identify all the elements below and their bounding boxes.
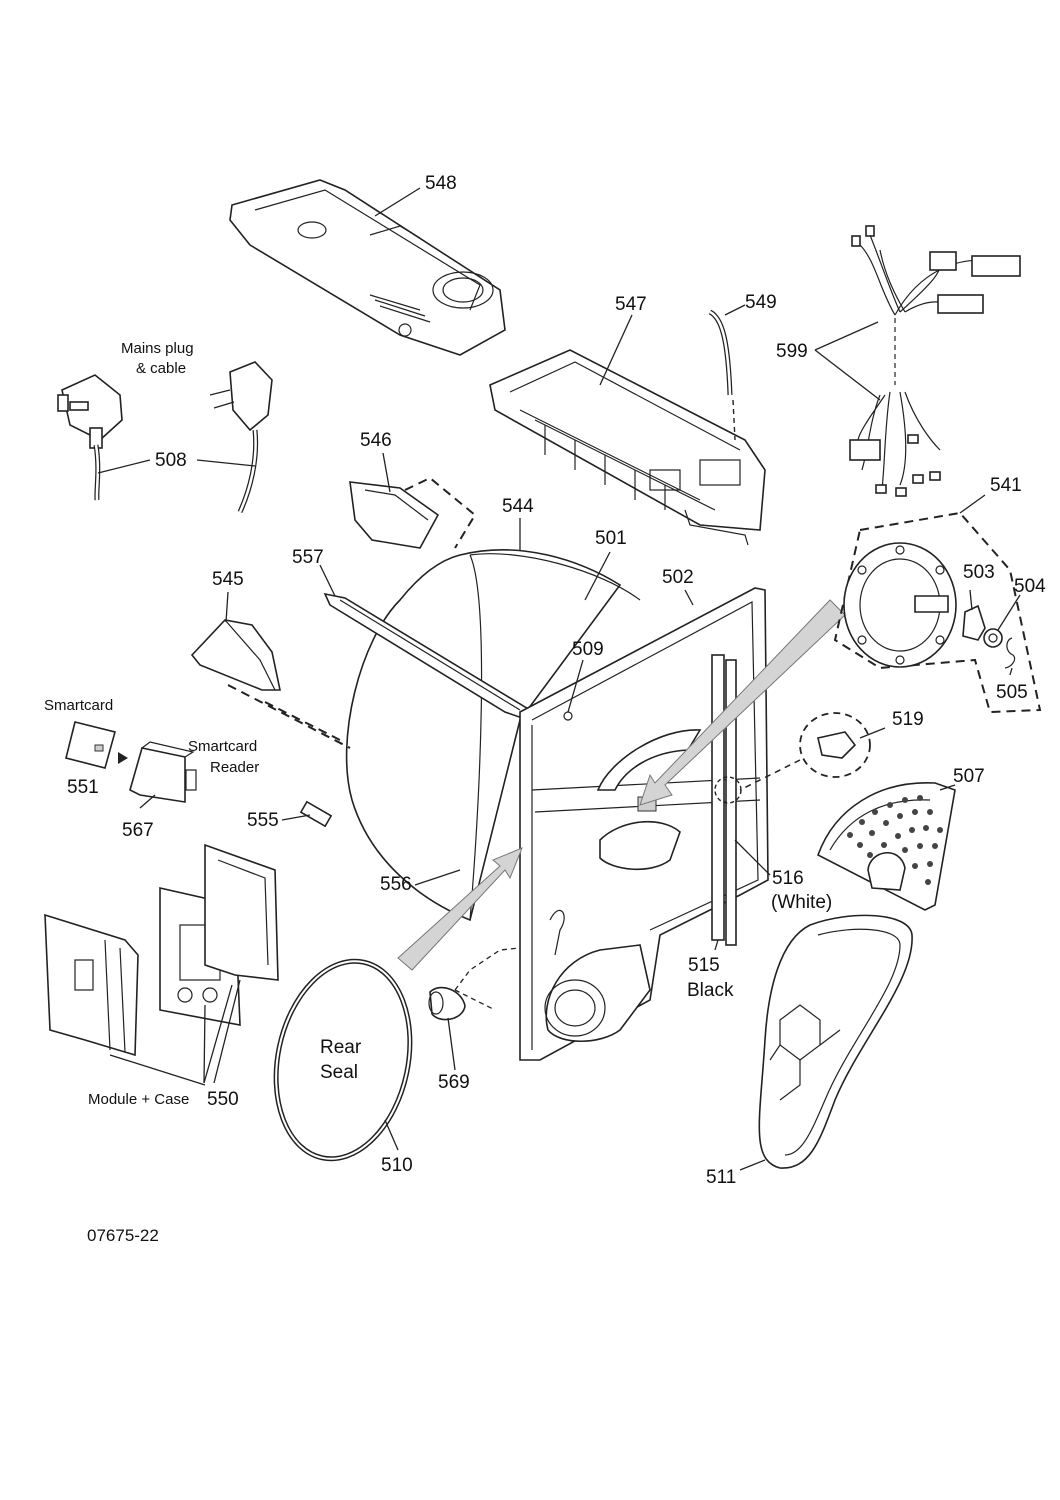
part-label-544: 544: [502, 496, 534, 517]
note-mains-plug: Mains plug: [121, 340, 194, 357]
note-black: Black: [687, 980, 734, 1001]
note-rear: Rear: [320, 1037, 362, 1058]
part-label-547: 547: [615, 294, 647, 315]
part-549-drawing: [708, 309, 736, 441]
part-599-drawing: [849, 225, 1021, 497]
part-label-550: 550: [207, 1089, 239, 1110]
part-label-541: 541: [990, 475, 1022, 496]
part-511-drawing: [758, 914, 913, 1169]
part-label-567: 567: [122, 820, 154, 841]
part-label-510: 510: [381, 1155, 413, 1176]
part-508-drawing: [57, 361, 273, 514]
part-569-drawing: [428, 947, 521, 1021]
part-label-507: 507: [953, 766, 985, 787]
part-507-drawing: [817, 782, 956, 911]
part-label-557: 557: [292, 547, 324, 568]
part-label-501: 501: [595, 528, 627, 549]
dashed-guide-546: [404, 476, 477, 549]
part-547-drawing: [489, 349, 766, 546]
part-label-502: 502: [662, 567, 694, 588]
part-label-509: 509: [572, 639, 604, 660]
part-label-569: 569: [438, 1072, 470, 1093]
figure-code: 07675-22: [87, 1226, 159, 1245]
part-label-511: 511: [706, 1167, 736, 1188]
part-555-drawing: [299, 800, 333, 828]
part-546-drawing: [349, 481, 440, 549]
part-label-549: 549: [745, 292, 777, 313]
note-and-cable: & cable: [136, 360, 186, 377]
part-label-516: 516: [772, 868, 804, 889]
part-502-drawing: [519, 587, 769, 1061]
part-548-drawing: [229, 179, 506, 356]
part-label-548: 548: [425, 173, 457, 194]
note-smartcard: Smartcard: [44, 697, 113, 714]
part-567-drawing: [129, 741, 197, 803]
part-label-551: 551: [67, 777, 99, 798]
part-label-505: 505: [996, 682, 1028, 703]
part-545-drawing: [190, 619, 281, 691]
assembly-arrows: [397, 599, 846, 971]
part-551-drawing: [65, 721, 128, 769]
part-550-drawing: [44, 843, 279, 1057]
part-519-drawing: [714, 712, 871, 804]
part-label-515: 515: [688, 955, 720, 976]
note-smartcard-reader-1: Smartcard: [188, 738, 257, 755]
part-label-508: 508: [155, 450, 187, 471]
part-label-599: 599: [776, 341, 808, 362]
part-label-546: 546: [360, 430, 392, 451]
part-label-555: 555: [247, 810, 279, 831]
part-label-545: 545: [212, 569, 244, 590]
note-seal: Seal: [320, 1062, 358, 1083]
part-541-group: [833, 511, 1042, 714]
note-module-case: Module + Case: [88, 1091, 189, 1108]
part-label-504: 504: [1014, 576, 1046, 597]
part-label-556: 556: [380, 874, 412, 895]
note-white: (White): [771, 892, 832, 913]
part-label-503: 503: [963, 562, 995, 583]
leader-lines: [97, 187, 1021, 1171]
dashed-guide-545: [227, 684, 351, 749]
note-smartcard-reader-2: Reader: [210, 759, 259, 776]
part-label-519: 519: [892, 709, 924, 730]
part-510-drawing: [273, 958, 413, 1162]
